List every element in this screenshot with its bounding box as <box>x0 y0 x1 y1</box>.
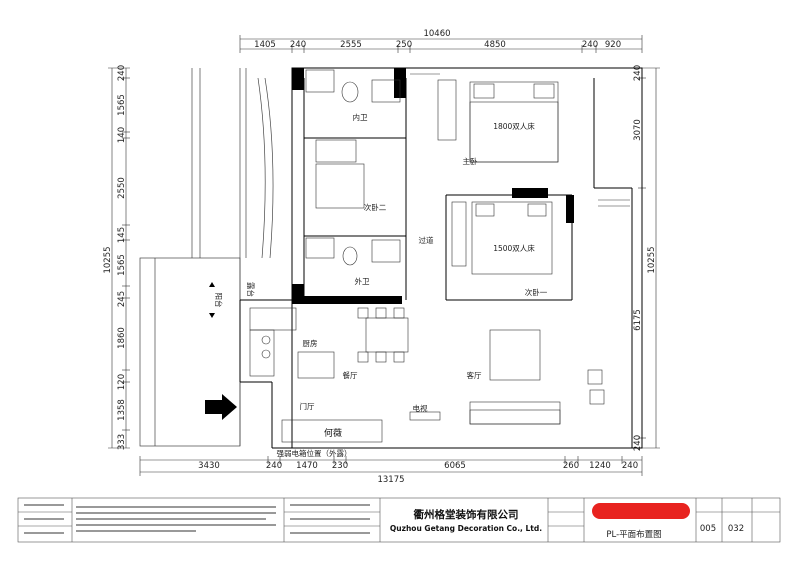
top-dim-4: 250 <box>396 40 412 50</box>
master-bed-label: 1800双人床 <box>493 121 535 131</box>
right-dim-2: 3070 <box>633 119 643 141</box>
drawing-title: PL-平面布置图 <box>606 529 661 540</box>
kitchen-label: 厨房 <box>303 338 318 348</box>
interior-walls <box>239 67 643 449</box>
right-dim-1: 240 <box>633 65 643 81</box>
tv-label: 电视 <box>413 403 428 413</box>
bottom-dimension-chain <box>139 456 643 476</box>
bed-1500-label: 1500双人床 <box>493 243 535 253</box>
left-dim-10: 1358 <box>117 399 127 421</box>
bottom-dim-6: 260 <box>563 461 579 471</box>
corridor-label: 过道 <box>419 235 434 245</box>
top-dim-5: 4850 <box>484 40 506 50</box>
inner-bath-label: 内卫 <box>353 112 368 122</box>
bottom-dim-7: 1240 <box>589 461 611 471</box>
drawing-number: 005 <box>700 524 716 534</box>
top-dim-2: 240 <box>290 40 306 50</box>
terrace-label: 阳台 <box>214 293 224 308</box>
left-dim-8: 1860 <box>117 327 127 349</box>
left-total-dim: 10255 <box>103 246 113 273</box>
left-dim-5: 145 <box>117 227 127 243</box>
left-dim-11: 333 <box>117 434 127 450</box>
right-dim-4: 240 <box>633 435 643 451</box>
terrace-note-label: 露台 <box>246 282 256 297</box>
bottom-dim-4: 230 <box>332 461 348 471</box>
left-dim-9: 120 <box>117 374 127 390</box>
right-total-dim: 10255 <box>647 246 657 273</box>
top-dim-1: 1405 <box>254 40 276 50</box>
dining-label: 餐厅 <box>343 371 358 380</box>
living-label: 客厅 <box>467 370 482 380</box>
master-bedroom-label: 主卧 <box>463 156 478 166</box>
bottom-dim-8: 240 <box>622 461 638 471</box>
bottom-dim-3: 1470 <box>296 461 318 471</box>
top-dimension-chain <box>239 35 643 53</box>
top-dim-3: 2555 <box>340 40 362 50</box>
bottom-dim-5: 6065 <box>444 461 466 471</box>
company-name-cn: 衢州格堂装饰有限公司 <box>414 508 519 521</box>
top-dim-7: 920 <box>605 40 621 50</box>
wall-solids <box>292 68 574 304</box>
top-dim-6: 240 <box>582 40 598 50</box>
left-dim-2: 1565 <box>117 94 127 116</box>
terrace-marker-icon <box>209 282 215 318</box>
redacted-stamp <box>592 503 690 519</box>
left-dimension-chain <box>108 67 130 449</box>
electric-box-label: 强弱电箱位置（外露） <box>277 448 352 458</box>
terrace-area <box>139 68 274 447</box>
left-dim-3: 140 <box>117 127 127 143</box>
company-name-en: Quzhou Getang Decoration Co., Ltd. <box>390 524 542 533</box>
designer-name: 何薇 <box>324 427 342 439</box>
left-dim-4: 2550 <box>117 177 127 199</box>
bottom-dim-1: 3430 <box>198 461 220 471</box>
left-dim-6: 1565 <box>117 254 127 276</box>
entrance-label: 门厅 <box>300 402 315 411</box>
furniture <box>249 69 630 443</box>
outer-bath-label: 外卫 <box>355 276 370 286</box>
bottom-total-dim: 13175 <box>377 475 404 485</box>
second-bedroom-2-label: 次卧二 <box>364 202 387 212</box>
right-dim-3: 6175 <box>633 309 643 331</box>
sheet-total: 032 <box>728 524 744 534</box>
top-total-dim: 10460 <box>423 29 450 39</box>
left-dim-7: 245 <box>117 291 127 307</box>
entry-arrow-icon <box>205 394 237 420</box>
bottom-dim-2: 240 <box>266 461 282 471</box>
title-block <box>17 497 781 543</box>
left-dim-1: 240 <box>117 65 127 81</box>
second-bedroom-1-label: 次卧一 <box>525 287 548 297</box>
title-block-notes <box>24 504 370 534</box>
